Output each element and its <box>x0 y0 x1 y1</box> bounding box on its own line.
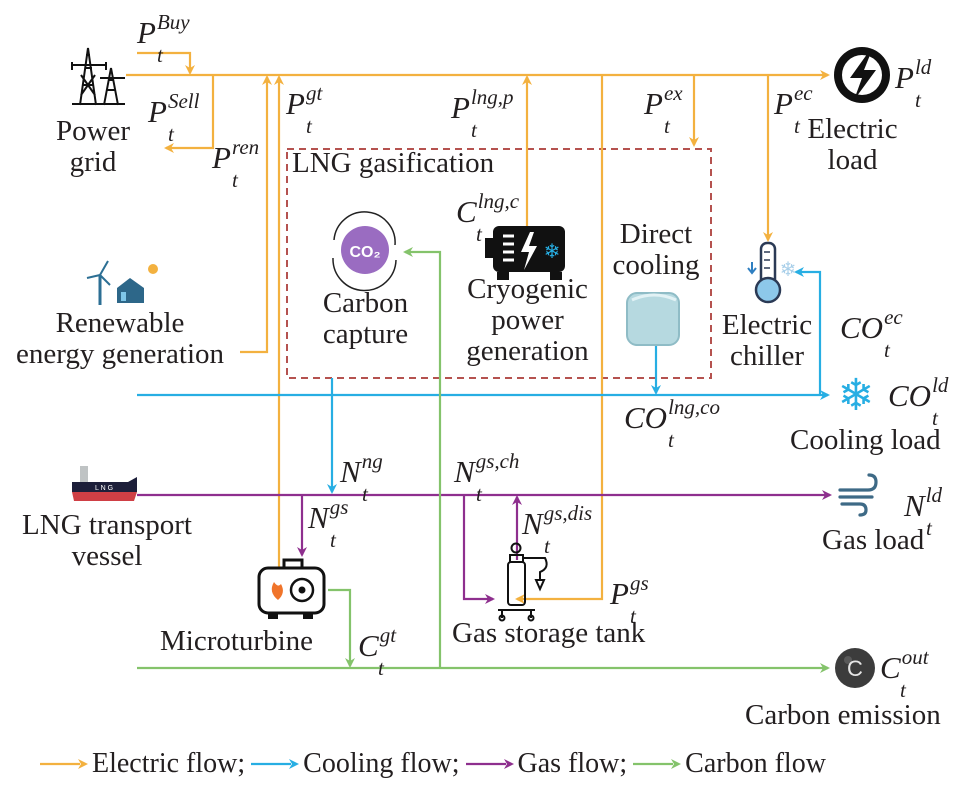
electric-chiller-line1: Electric <box>721 309 813 341</box>
lng-gasification-label: LNG gasification <box>292 147 495 179</box>
power-tower-icon <box>71 47 125 106</box>
carbon-ball-icon: C <box>835 648 875 688</box>
gas-storage-label: Gas storage tank <box>452 617 646 649</box>
snowflake-icon: ❄ <box>838 370 875 421</box>
lng-gasification-boundary <box>286 148 712 379</box>
ren-arrow <box>240 75 272 354</box>
co2-cycle-icon: CO₂ <box>332 211 397 292</box>
gas-flows <box>137 490 832 604</box>
renewable-label: Renewable energy generation <box>0 308 240 370</box>
wind-solar-house-icon <box>86 260 158 305</box>
power-grid-label: Power grid <box>48 116 138 178</box>
gas-arrow-icon <box>465 759 514 769</box>
carbon-arrow-icon <box>633 759 682 769</box>
cooling-flows <box>137 267 830 494</box>
gs-charge-arrow <box>462 495 495 604</box>
microturbine-label: Microturbine <box>160 625 314 657</box>
cryogenic-line3: generation <box>466 335 589 367</box>
co2-text: CO₂ <box>349 244 380 261</box>
carbon-emission-label: Carbon emission <box>745 699 941 731</box>
gas-load-label: Gas load <box>822 524 925 556</box>
svg-text:❄: ❄ <box>544 239 561 263</box>
renewable-line1: Renewable <box>55 307 185 339</box>
c-gt-arrow <box>328 588 355 668</box>
legend-gas: Gas flow; <box>465 748 628 780</box>
legend-cooling-label: Cooling flow; <box>303 748 460 779</box>
cryogenic-line1: Cryogenic <box>467 273 588 305</box>
lng-ship-icon: L N G <box>72 466 137 501</box>
legend-carbon-label: Carbon flow <box>685 748 826 779</box>
gs-power-arrow <box>515 75 604 604</box>
electric-load-label: Electric load <box>800 114 905 176</box>
lng-vessel-label: LNG transport vessel <box>2 510 212 572</box>
co-ec-arrow <box>794 267 822 395</box>
cryogenic-line2: power <box>491 304 564 336</box>
sell-arrow <box>164 75 215 153</box>
wind-gas-icon <box>838 473 878 517</box>
thermometer-snowflake-icon: ❄ <box>747 241 797 304</box>
carbon-capture-line2: capture <box>322 318 409 350</box>
electric-arrow-icon <box>40 759 88 769</box>
legend-cooling: Cooling flow; <box>251 748 460 780</box>
cooling-load-label: Cooling load <box>790 424 941 456</box>
direct-cooling-line1: Direct <box>619 218 693 250</box>
electric-chiller-label: Electric chiller <box>712 310 822 372</box>
svg-text:❄: ❄ <box>780 257 797 281</box>
power-grid-line1: Power <box>55 115 131 147</box>
legend: Electric flow; Cooling flow; Gas flow; C… <box>40 748 832 780</box>
legend-gas-label: Gas flow; <box>517 748 628 779</box>
cooling-arrow-icon <box>251 759 300 769</box>
buy-arrow <box>137 51 195 75</box>
renewable-line2: energy generation <box>15 338 224 370</box>
lng-vessel-line2: vessel <box>71 540 143 572</box>
carbon-capture-feed <box>403 247 442 668</box>
electric-flows <box>126 51 830 604</box>
carbon-flows <box>137 247 830 673</box>
direct-cooling-label: Direct cooling <box>606 219 706 281</box>
direct-cooling-line2: cooling <box>612 249 700 281</box>
lng-vessel-line1: LNG transport <box>22 509 192 541</box>
cryogenic-generator-icon: ❄ <box>485 226 565 280</box>
carbon-capture-line1: Carbon <box>322 287 409 319</box>
legend-carbon: Carbon flow <box>633 748 826 780</box>
electric-chiller-line2: chiller <box>729 340 805 372</box>
carbon-c-text: C <box>847 656 863 681</box>
legend-electric: Electric flow; <box>40 748 245 780</box>
electric-load-line1: Electric <box>807 113 898 145</box>
power-grid-line2: grid <box>69 146 117 178</box>
gas-cylinder-icon <box>498 542 548 622</box>
carbon-capture-label: Carbon capture <box>303 288 428 350</box>
legend-electric-label: Electric flow; <box>92 748 246 779</box>
ship-text: L N G <box>95 485 113 492</box>
cryogenic-label: Cryogenic power generation <box>450 274 605 367</box>
microturbine-icon <box>257 558 326 619</box>
lightning-bolt-icon <box>834 47 890 103</box>
electric-load-line2: load <box>827 144 878 176</box>
ice-cube-icon <box>626 292 680 346</box>
